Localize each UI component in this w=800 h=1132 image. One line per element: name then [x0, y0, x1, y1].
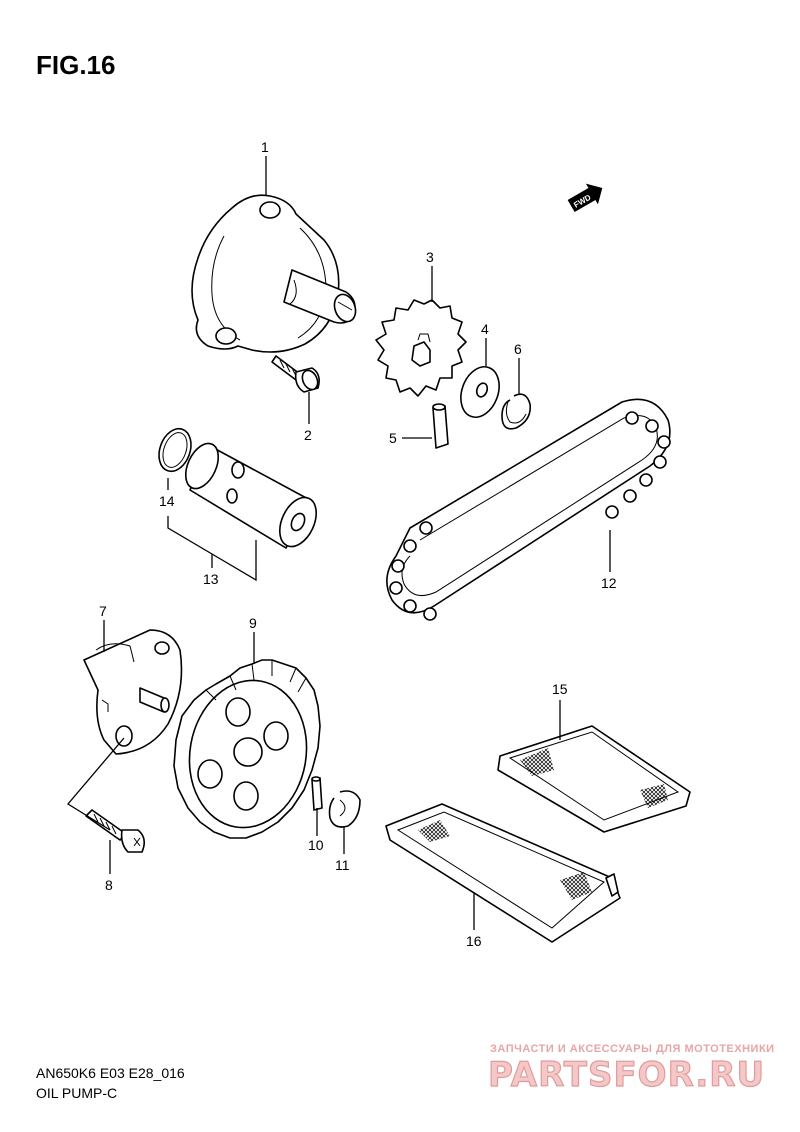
callout-15: 15 [552, 681, 568, 697]
part-14-o-ring [158, 427, 192, 473]
part-2-bolt [271, 355, 320, 393]
callout-7: 7 [99, 603, 107, 619]
watermark-brand: PARTSFOR.RU [488, 1055, 765, 1095]
callout-1: 1 [261, 139, 269, 155]
figure-title: FIG.16 [36, 50, 115, 80]
part-5-pin [432, 403, 449, 449]
part-12-chain [386, 398, 671, 621]
figure-code: AN650K6 E03 E28_016 [36, 1065, 185, 1081]
callout-11: 11 [335, 857, 350, 873]
callout-3: 3 [426, 249, 434, 265]
part-6-circlip [501, 393, 532, 430]
callout-13: 13 [203, 571, 219, 587]
watermark: ЗАПЧАСТИ И АКСЕССУАРЫ ДЛЯ МОТОТЕХНИКИ PA… [487, 1043, 775, 1096]
callout-16: 16 [466, 933, 482, 949]
part-7-pump-cover [83, 629, 183, 755]
leader-lines [67, 156, 611, 930]
part-1-pump-body [191, 194, 357, 353]
part-3-sprocket [375, 299, 467, 397]
callout-10: 10 [308, 837, 324, 853]
watermark-tagline: ЗАПЧАСТИ И АКСЕССУАРЫ ДЛЯ МОТОТЕХНИКИ [490, 1043, 775, 1055]
callout-6: 6 [514, 341, 522, 357]
callout-5: 5 [389, 430, 397, 446]
callout-labels: 1 2 3 4 5 6 7 8 9 10 11 12 13 14 15 16 [99, 139, 617, 949]
fwd-arrow-icon: FWD [567, 183, 603, 213]
part-9-gear [173, 659, 321, 839]
part-15-gasket [497, 725, 691, 833]
callout-9: 9 [249, 615, 257, 631]
callout-4: 4 [481, 321, 489, 337]
part-10-pin [311, 776, 323, 811]
callout-8: 8 [105, 877, 113, 893]
callout-2: 2 [304, 427, 312, 443]
callout-12: 12 [601, 575, 617, 591]
figure-name: OIL PUMP-C [36, 1085, 117, 1101]
part-13-rotor [184, 442, 317, 549]
part-16-gasket [385, 803, 621, 943]
part-8-screw [85, 809, 146, 853]
part-11-e-clip [328, 790, 361, 828]
part-4-washer [460, 366, 500, 418]
callout-14: 14 [159, 493, 175, 509]
